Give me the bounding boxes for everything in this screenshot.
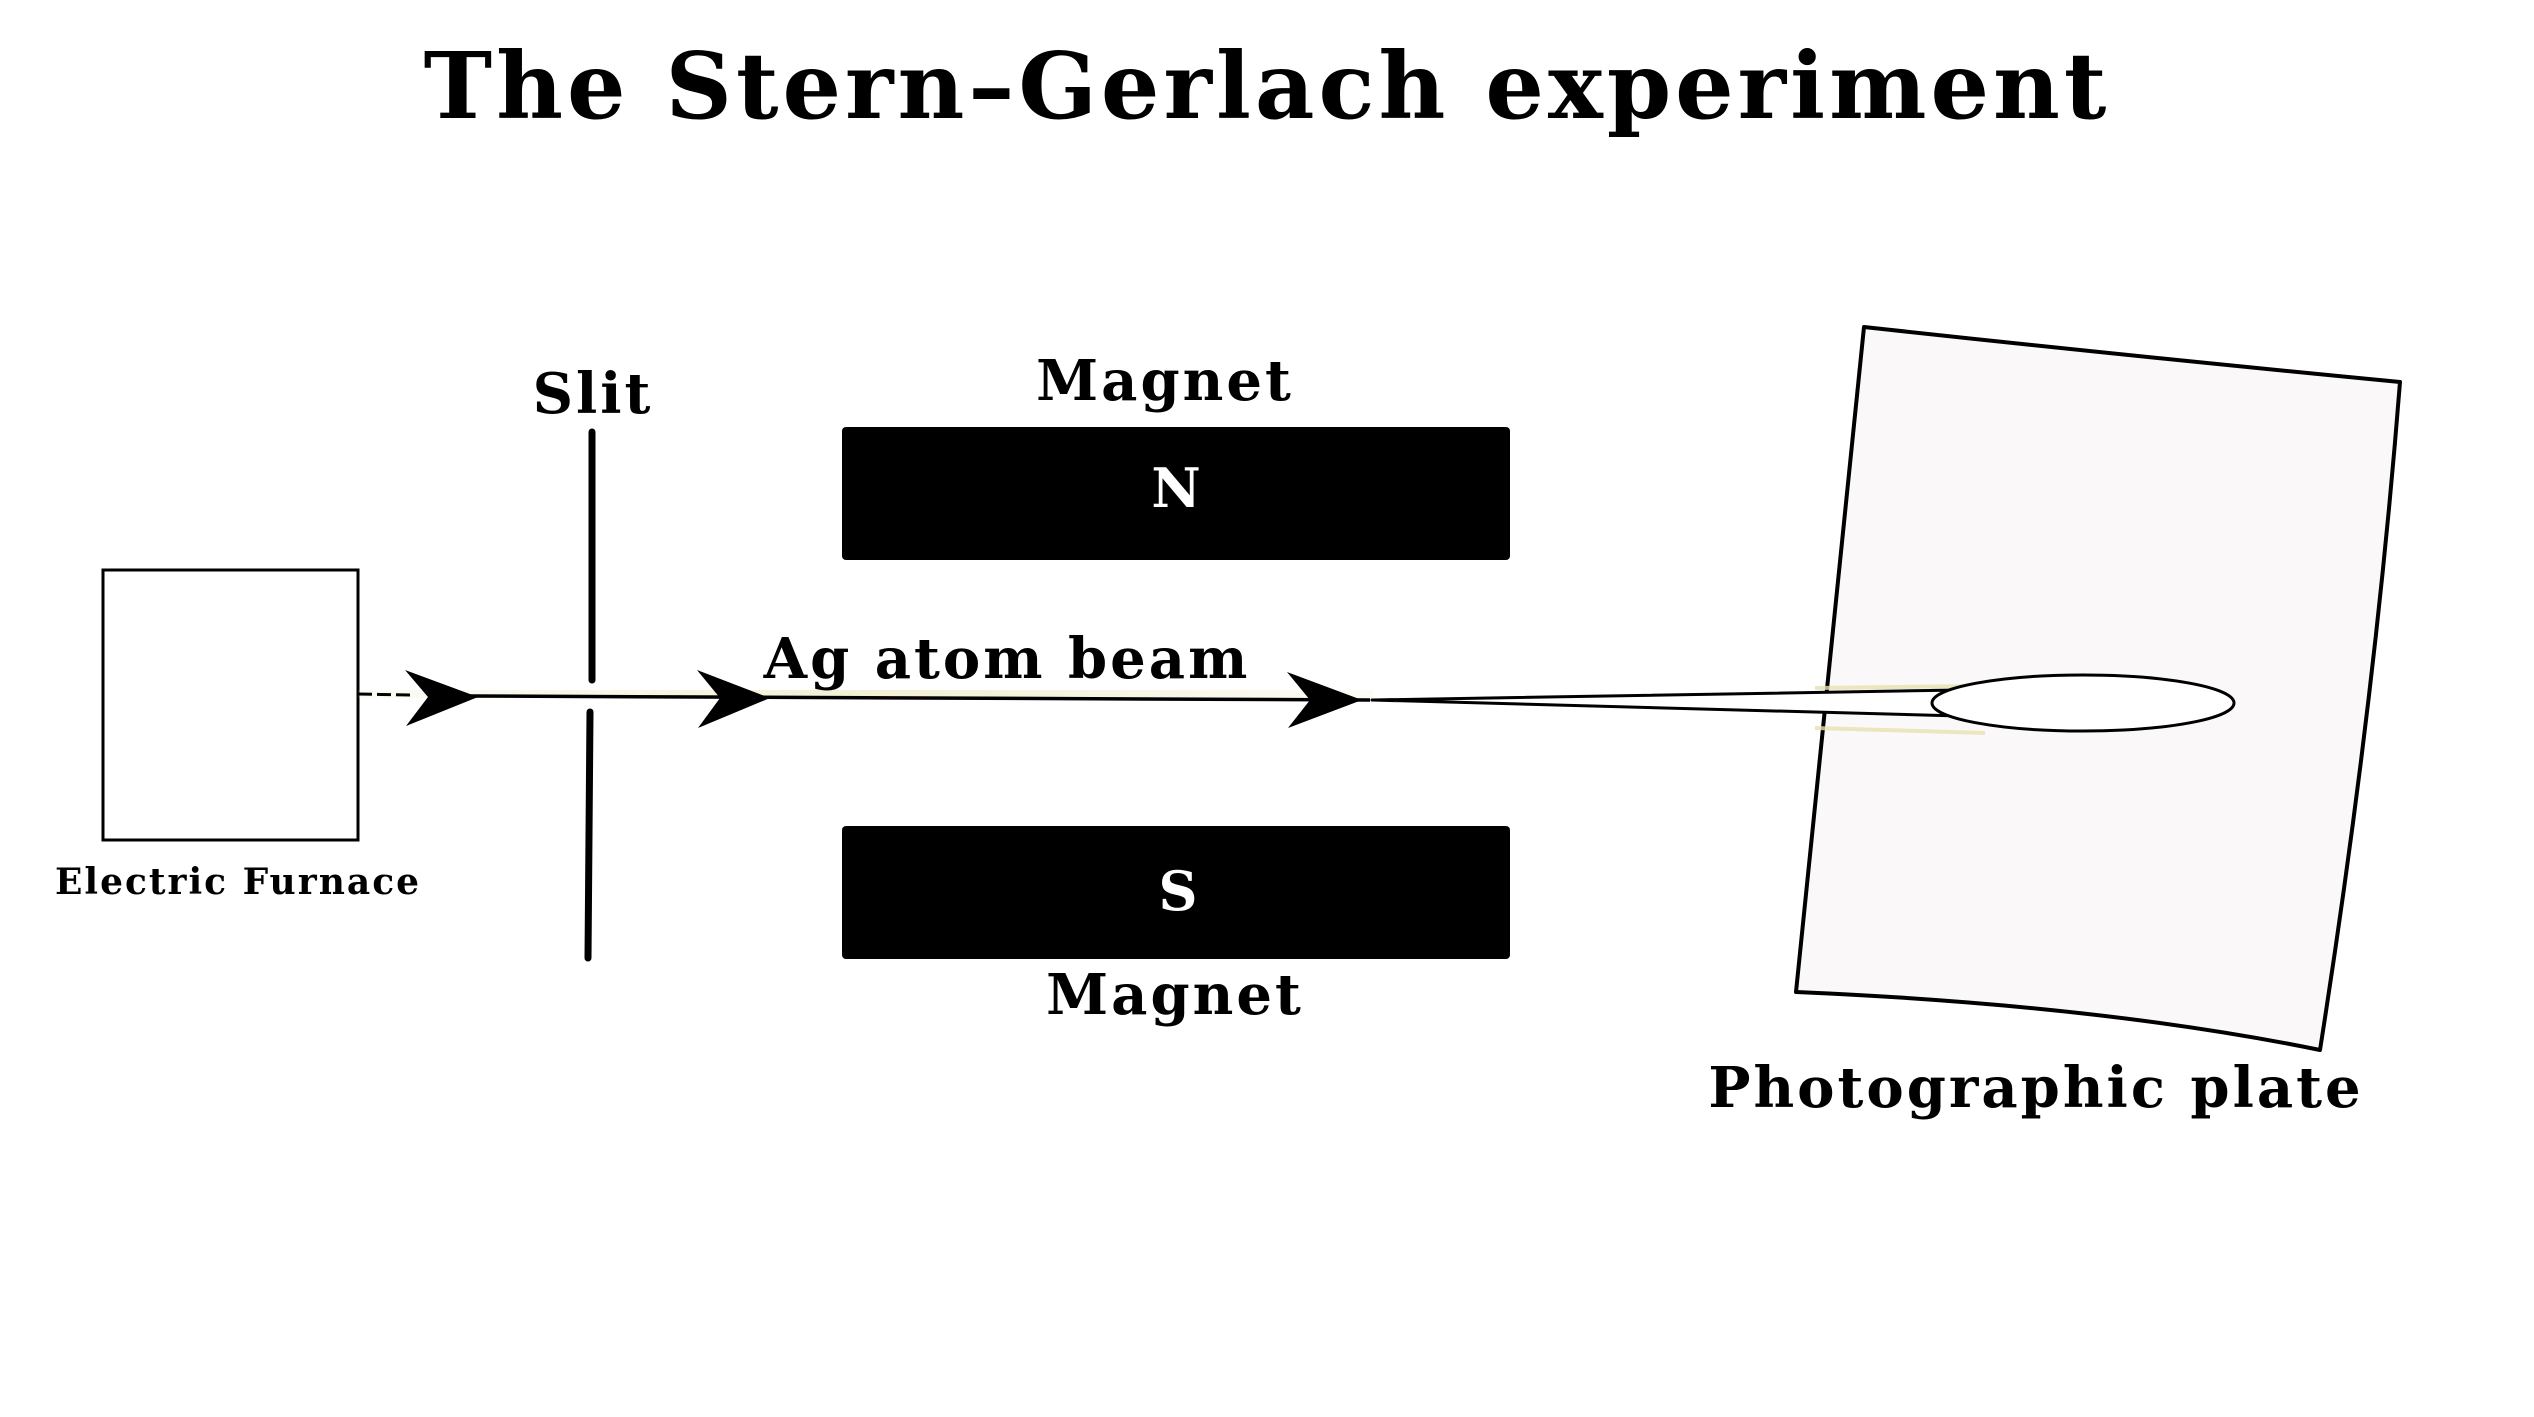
electric-furnace-box xyxy=(101,568,360,842)
beam-split-wedge xyxy=(1370,688,1962,718)
beam-split-glow-lower xyxy=(1814,726,1986,735)
magnet-south xyxy=(842,826,1510,959)
beam-split-glow-upper xyxy=(1814,684,1976,690)
deposition-pattern xyxy=(1930,673,2236,733)
photographic-plate-label: Photographic plate xyxy=(1708,1055,2363,1121)
magnet-top-label: Magnet xyxy=(1036,348,1294,414)
beam-arrow-3 xyxy=(1287,672,1362,728)
beam-arrow-1 xyxy=(405,670,478,726)
beam-label: Ag atom beam xyxy=(763,626,1251,692)
diagram-title: The Stern–Gerlach experiment xyxy=(424,32,2111,140)
slit-lower-bar xyxy=(584,708,594,962)
magnet-north xyxy=(842,427,1510,560)
electric-furnace-label: Electric Furnace xyxy=(55,861,421,903)
pole-south-label: S xyxy=(1159,859,1198,923)
atom-beam xyxy=(357,690,1373,702)
beam-segment-furnace xyxy=(357,692,411,697)
pole-north-label: N xyxy=(1151,456,1200,520)
beam-arrow-2 xyxy=(697,670,770,728)
beam-segment-main xyxy=(469,694,1371,702)
slit-label: Slit xyxy=(533,361,654,427)
magnet-bottom-label: Magnet xyxy=(1046,962,1304,1028)
